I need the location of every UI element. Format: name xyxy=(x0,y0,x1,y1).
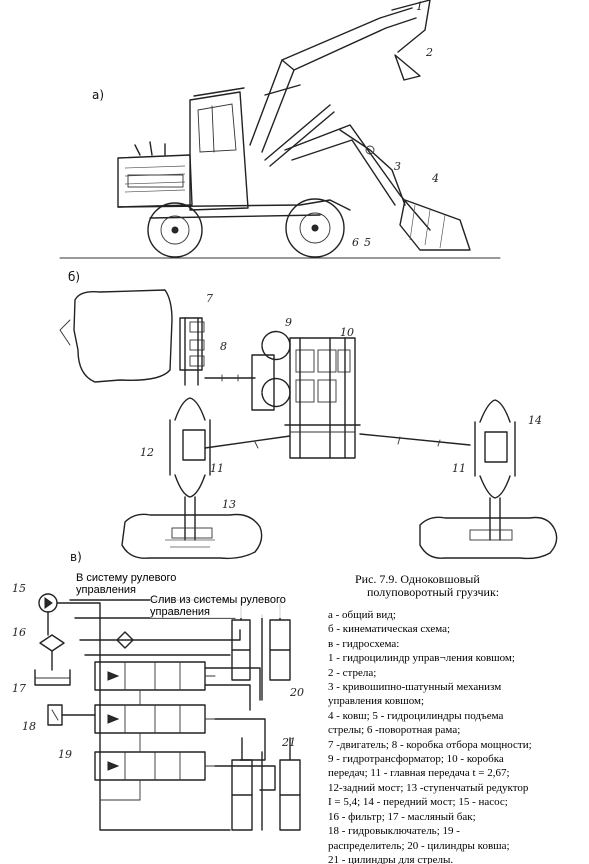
legend-line: б - кинематическая схема; xyxy=(328,623,451,636)
legend-line: в - гидросхема: xyxy=(328,637,400,650)
callout-2: 2 xyxy=(426,46,433,59)
legend-line: 4 - ковш; 5 - гидроцилиндры подъема xyxy=(328,709,504,722)
callout-20: 20 xyxy=(290,686,304,699)
callout-15: 15 xyxy=(12,582,26,595)
loader-general-view xyxy=(59,0,501,259)
caption-line-2: полуповоротный грузчик: xyxy=(367,585,500,599)
figure-legend: а - общий вид; б - кинематическая схема;в… xyxy=(328,608,586,864)
callout-11-left: 11 xyxy=(210,462,224,475)
callout-1: 1 xyxy=(416,0,423,13)
callout-14: 14 xyxy=(528,414,542,427)
legend-line: 1 - гидроцилиндр управ¬ления ковшом; xyxy=(328,652,515,665)
panel-b-label: б) xyxy=(68,270,81,284)
steering-drain-label: Слив из системы рулевого управления xyxy=(150,594,286,618)
callout-10: 10 xyxy=(340,326,354,339)
callout-4: 4 xyxy=(432,172,439,185)
callout-6: 6 xyxy=(352,236,359,249)
panel-v-label: в) xyxy=(70,550,82,564)
legend-line: 12-задний мост; 13 -ступенчатый редуктор xyxy=(328,781,529,794)
callout-18: 18 xyxy=(22,720,36,733)
panel-a-label: а) xyxy=(92,88,105,102)
callout-7: 7 xyxy=(206,292,213,305)
steering-supply-line-1: В систему рулевого xyxy=(76,572,177,584)
steering-drain-line-2: управления xyxy=(150,606,210,618)
callout-13: 13 xyxy=(222,498,236,511)
legend-line: I = 5,4; 14 - передний мост; 15 - насос; xyxy=(328,796,508,809)
legend-line: 16 - фильтр; 17 - масляный бак; xyxy=(328,810,476,823)
callout-12: 12 xyxy=(140,446,154,459)
legend-line: 7 -двигатель; 8 - коробка отбора мощност… xyxy=(328,738,532,751)
steering-supply-line-2: управления xyxy=(76,584,136,596)
callout-8: 8 xyxy=(220,340,227,353)
legend-line: 2 - стрела; xyxy=(328,666,377,679)
callout-21: 21 xyxy=(282,736,296,749)
legend-line: 9 - гидротрансформатор; 10 - коробка xyxy=(328,753,504,766)
callout-17: 17 xyxy=(12,682,26,695)
callout-16: 16 xyxy=(12,626,26,639)
legend-line: передач; 11 - главная передача t = 2,67; xyxy=(328,767,510,780)
legend-line: управления ковшом; xyxy=(328,695,425,708)
legend-line: распределитель; 20 - цилиндры ковша; xyxy=(328,839,510,852)
callout-9: 9 xyxy=(285,316,292,329)
caption-line-1: Рис. 7.9. Одноковшовый xyxy=(355,572,480,586)
legend-line: 21 - цилиндры для стрелы. xyxy=(328,853,454,864)
kinematic-scheme xyxy=(59,289,558,560)
callout-3: 3 xyxy=(394,160,401,173)
steering-supply-label: В систему рулевого управления xyxy=(76,572,177,596)
legend-line: стрелы; 6 -поворотная рама; xyxy=(328,724,461,737)
legend-line: а - общий вид; xyxy=(328,609,396,621)
figure-caption: Рис. 7.9. Одноковшовый полуповоротный гр… xyxy=(355,573,555,599)
callout-19: 19 xyxy=(58,748,72,761)
legend-line: 18 - гидровыключатель; 19 - xyxy=(328,825,460,838)
steering-drain-line-1: Слив из системы рулевого xyxy=(150,594,286,606)
callout-5: 5 xyxy=(364,236,371,249)
callout-11-right: 11 xyxy=(452,462,466,475)
legend-line: 3 - кривошипно-шатунный механизм xyxy=(328,681,502,694)
hydraulic-scheme xyxy=(34,593,301,831)
